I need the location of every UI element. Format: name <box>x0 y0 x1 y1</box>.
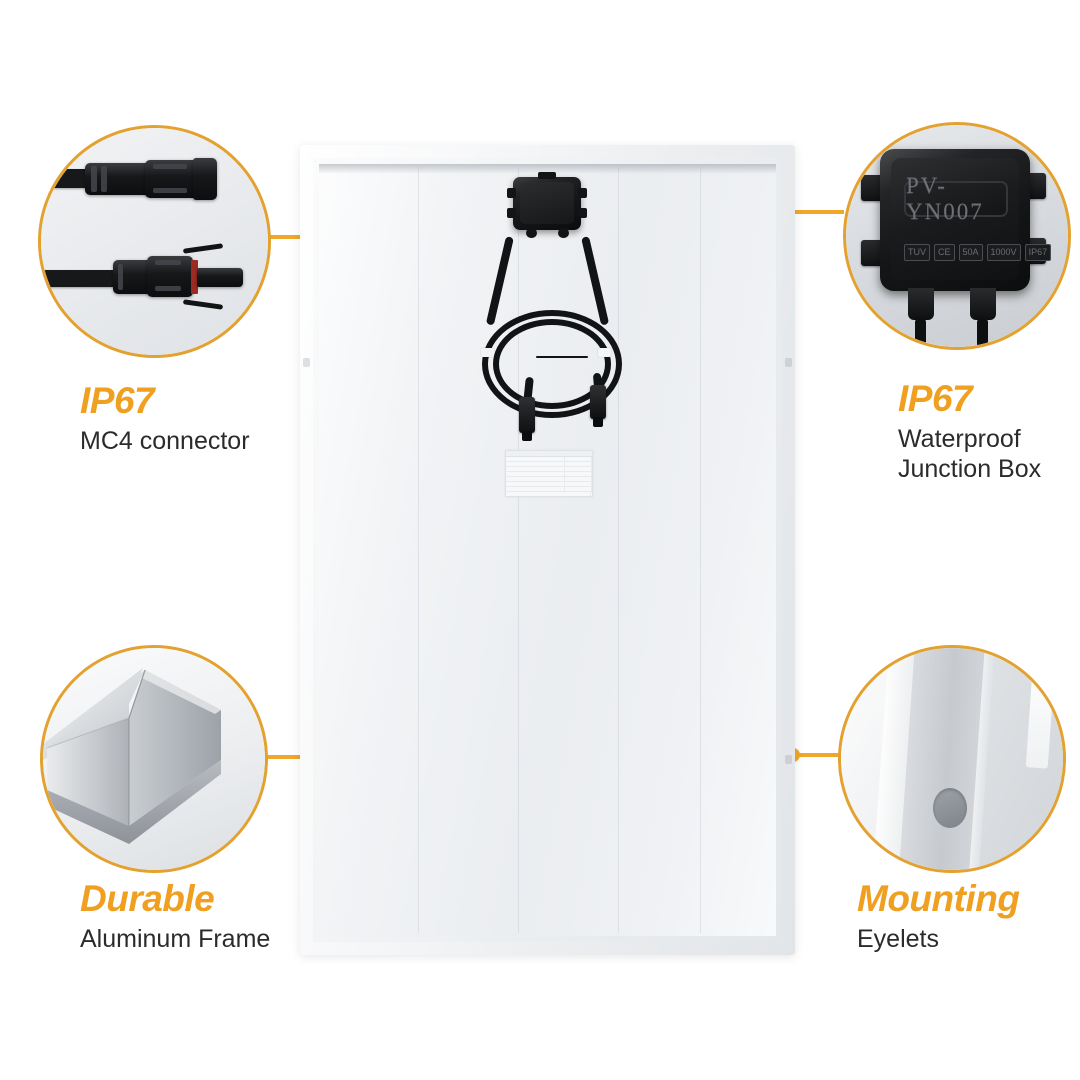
mounting-eyelet-hole <box>933 788 967 828</box>
backsheet-seam <box>418 167 419 933</box>
callout-junction-box-caption: IP67 Waterproof Junction Box <box>898 378 1080 485</box>
mc4-upper-slot <box>153 188 187 193</box>
cert-mark-voltage: 1000V <box>986 244 1021 261</box>
backsheet-seam <box>618 167 619 933</box>
mc4-lower-latch <box>155 260 181 265</box>
cert-mark-ip: IP67 <box>1024 244 1052 261</box>
mounting-eyelet-hole <box>785 358 792 367</box>
mc4-upper-ridge <box>91 166 97 192</box>
panel-spec-label <box>505 450 593 497</box>
spec-label-row <box>506 462 592 467</box>
cert-mark-tuv: TUV <box>904 244 930 261</box>
callout-mc4-subtitle: MC4 connector <box>80 426 250 455</box>
leader-line-eyelet <box>793 753 843 757</box>
spec-label-row <box>506 477 592 482</box>
leader-line-frame-segment-1 <box>258 755 322 759</box>
panel-junction-box-top-nub <box>538 172 556 179</box>
panel-mc4-connector-right <box>590 385 606 419</box>
junction-box-cable-gland <box>908 288 934 320</box>
panel-cable-coil-outer <box>482 310 622 418</box>
panel-junction-box-tab <box>507 188 516 198</box>
cert-mark-ce: CE <box>934 244 955 261</box>
callout-aluminum-frame-title: Durable <box>80 878 215 919</box>
panel-cable-coil-crossbar <box>536 356 588 358</box>
panel-mc4-connector-left <box>519 397 535 433</box>
spec-label-row <box>506 482 592 487</box>
callout-aluminum-frame-caption: Durable Aluminum Frame <box>80 878 330 954</box>
aluminum-corner-shape <box>43 668 221 844</box>
callout-aluminum-frame-subtitle: Aluminum Frame <box>80 924 271 953</box>
panel-cable-tie <box>481 348 494 357</box>
mc4-upper-slot <box>153 164 187 169</box>
junction-box-photo: PV-YN007 TUV CE 50A 1000V IP67 <box>843 122 1071 350</box>
mc4-lower-wire <box>41 270 119 287</box>
mc4-upper-nose <box>193 158 217 200</box>
mc4-lower-latch <box>155 286 181 291</box>
mc4-lower-ridge <box>118 264 123 290</box>
panel-cable-tie <box>598 348 611 357</box>
panel-junction-box-tab <box>578 208 587 218</box>
panel-junction-box-tab <box>507 208 516 218</box>
spec-label-row <box>506 467 592 472</box>
backsheet-seam <box>518 167 519 933</box>
panel-inner-top-shadow <box>319 164 776 174</box>
mc4-connector-photo <box>38 125 271 358</box>
spec-label-row <box>506 457 592 462</box>
callout-mounting-eyelets-caption: Mounting Eyelets <box>857 878 1080 954</box>
callout-mounting-eyelets-subtitle: Eyelets <box>857 924 939 953</box>
junction-box-marking-plate: PV-YN007 <box>904 173 1008 224</box>
callout-mc4-title: IP67 <box>80 380 155 421</box>
mc4-upper-wire <box>41 169 89 188</box>
mc4-lower-pin-sleeve <box>197 268 243 287</box>
junction-box-cable-gland <box>970 288 996 320</box>
panel-cable-gland <box>526 228 537 238</box>
solar-panel-rear <box>300 145 795 955</box>
mc4-lower-red-band <box>191 260 198 294</box>
panel-backsheet <box>319 164 776 936</box>
panel-junction-box <box>513 177 581 230</box>
panel-junction-box-lid <box>520 182 574 224</box>
junction-box-marking-text: PV-YN007 <box>906 173 984 224</box>
callout-junction-box-subtitle-line1: Waterproof <box>898 424 1021 453</box>
junction-box-cert-marks: TUV CE 50A 1000V IP67 <box>904 244 1052 261</box>
cert-mark-current: 50A <box>958 244 983 261</box>
callout-junction-box-subtitle-line2: Junction Box <box>898 455 1042 484</box>
panel-junction-box-tab <box>578 188 587 198</box>
spec-label-header <box>506 451 592 457</box>
junction-box-cable <box>915 317 926 347</box>
mounting-eyelet-hole <box>785 755 792 764</box>
panel-mc4-connector-left-tip <box>522 431 532 441</box>
callout-mc4-caption: IP67 MC4 connector <box>80 380 310 456</box>
panel-cable-gland <box>558 228 569 238</box>
spec-label-row <box>506 492 592 496</box>
mounting-eyelet-photo <box>838 645 1066 873</box>
mounting-eyelet-hole <box>303 358 310 367</box>
aluminum-frame-corner-photo <box>40 645 268 873</box>
junction-box-cable <box>977 317 988 347</box>
panel-cable-coil-inner <box>493 319 611 409</box>
spec-label-row <box>506 487 592 492</box>
callout-junction-box-title: IP67 <box>898 378 973 419</box>
callout-mounting-eyelets-title: Mounting <box>857 878 1020 919</box>
panel-mc4-connector-right-tip <box>593 417 603 427</box>
backsheet-seam <box>700 167 701 933</box>
spec-label-row <box>506 472 592 477</box>
mc4-upper-ridge <box>101 166 107 192</box>
